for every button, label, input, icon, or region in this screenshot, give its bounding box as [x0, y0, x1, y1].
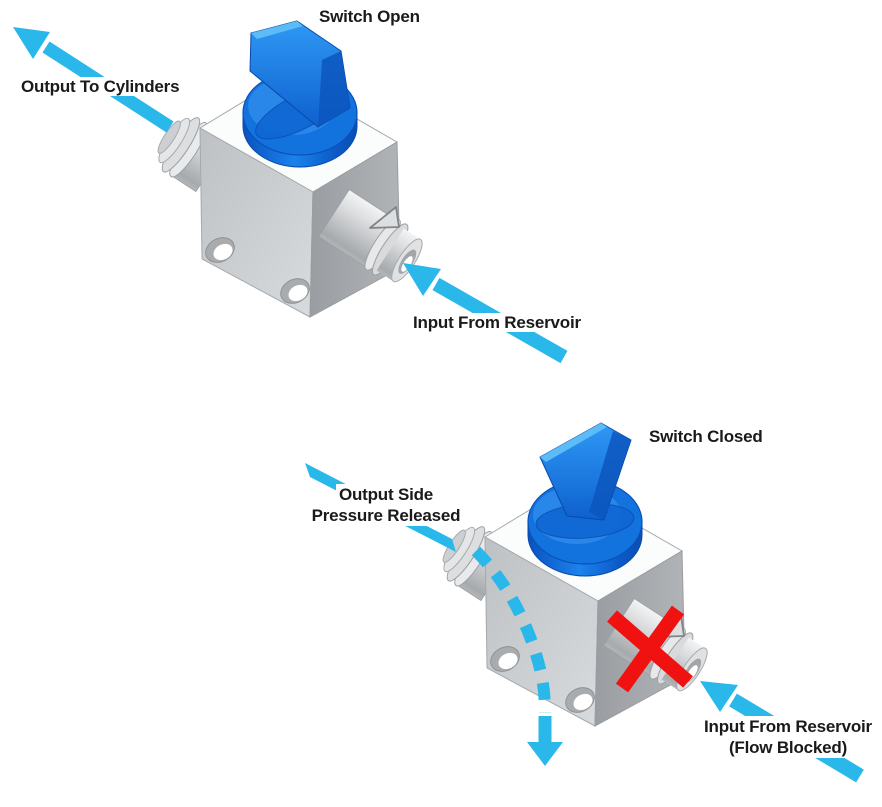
pressure-released-label-text: Pressure Released	[308, 505, 464, 526]
switch-closed-label: Switch Closed	[646, 426, 766, 447]
knob-handle-closed	[539, 422, 632, 521]
valve-knob-open	[242, 20, 358, 168]
blocked-input-arrowhead	[700, 681, 738, 712]
output-side-label-text: Output Side	[335, 484, 437, 505]
input-from-reservoir-label: Input From Reservoir	[410, 312, 584, 333]
knob-handle-open	[249, 20, 351, 128]
input-arrowhead	[403, 263, 441, 296]
output-to-cylinders-label: Output To Cylinders	[18, 76, 183, 97]
input-from-reservoir-label-text: Input From Reservoir	[410, 313, 584, 332]
input-from-reservoir-blocked-label-text: Input From Reservoir	[701, 716, 875, 737]
exhaust-down-arrow	[527, 716, 563, 766]
switch-open-label: Switch Open	[316, 6, 423, 27]
input-flow-blocked-label: Input From Reservoir (Flow Blocked)	[698, 716, 878, 758]
input-flow-arrow	[403, 263, 568, 364]
switch-open-label-text: Switch Open	[316, 7, 423, 26]
flow-blocked-label-text: (Flow Blocked)	[725, 737, 851, 758]
output-arrowhead	[13, 27, 50, 59]
switch-closed-label-text: Switch Closed	[646, 427, 766, 446]
output-to-cylinders-label-text: Output To Cylinders	[18, 77, 183, 96]
exhaust-flow-dashed-line	[471, 546, 551, 714]
flow-blocked-x-icon	[607, 605, 693, 693]
exhaust-arrowhead	[527, 742, 563, 766]
output-side-pressure-released-label: Output Side Pressure Released	[306, 484, 466, 526]
valve-knob-closed	[527, 422, 643, 577]
